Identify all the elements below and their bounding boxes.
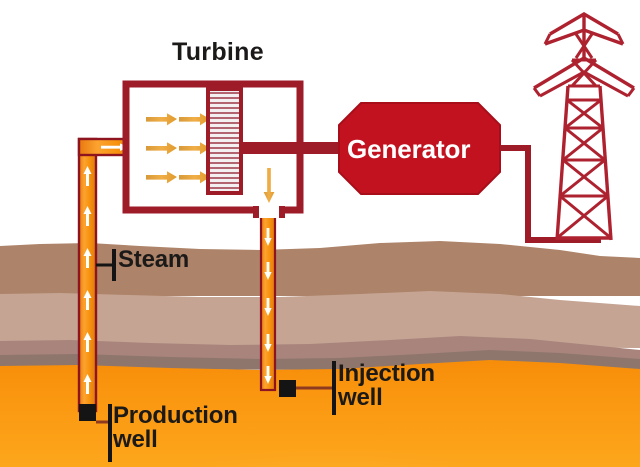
ground-layer-sediment bbox=[0, 291, 640, 348]
exhaust-arrow bbox=[263, 168, 275, 203]
generator-octagon bbox=[338, 102, 501, 195]
injection-well-label-line1: Injection bbox=[338, 360, 435, 387]
production-well-label-line1: Production bbox=[113, 402, 238, 429]
steam-flow-arrows bbox=[146, 113, 210, 184]
injection-well-leader bbox=[279, 361, 336, 415]
page-title: Turbine bbox=[172, 38, 264, 66]
production-well-leader bbox=[79, 404, 112, 462]
ground-strata bbox=[0, 241, 640, 467]
injection-well-label-line2: well bbox=[338, 384, 383, 412]
elbow-flow-arrow bbox=[101, 143, 128, 151]
turbine-generator-shaft bbox=[239, 142, 349, 154]
steam-label: Steam bbox=[118, 246, 190, 273]
generator-label: Generator bbox=[347, 134, 471, 164]
turbine-rotor-blades bbox=[206, 87, 243, 195]
transmission-tower bbox=[532, 12, 636, 241]
production-flow-arrows bbox=[83, 166, 92, 394]
injection-well-pipe bbox=[259, 211, 277, 392]
magma-glow bbox=[100, 370, 560, 467]
power-transmission-line bbox=[500, 145, 601, 243]
production-well-label-line2: well bbox=[113, 426, 158, 454]
steam-leader bbox=[96, 249, 116, 281]
ground-layer-topsoil bbox=[0, 241, 640, 296]
injection-flow-arrows bbox=[264, 228, 272, 384]
